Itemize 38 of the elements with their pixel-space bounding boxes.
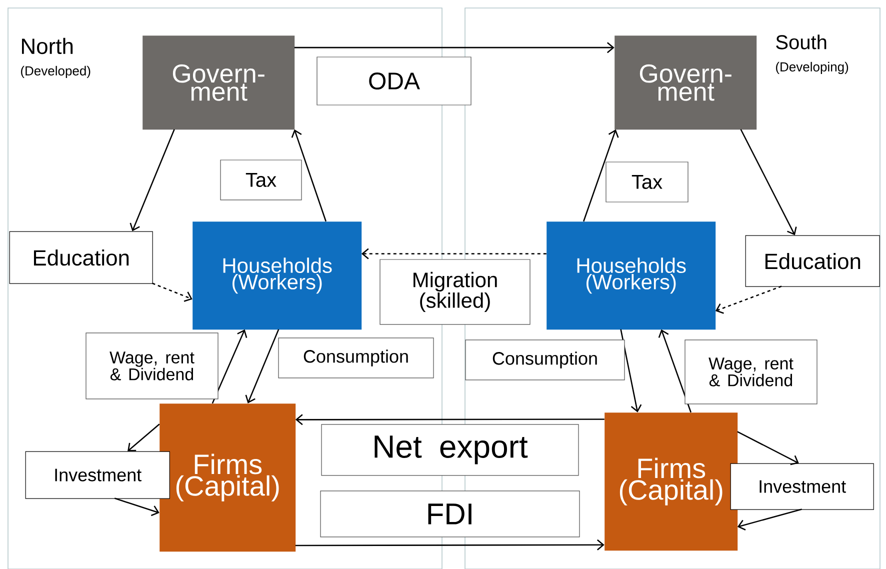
investment-box: Investment — [25, 451, 170, 499]
government-box: Govern- ment — [614, 36, 757, 130]
dashed-arrow — [152, 282, 192, 302]
education-box: Education — [745, 235, 880, 287]
arrow — [128, 424, 160, 452]
edge-label: FDI — [320, 490, 580, 538]
edge-label: Consumption — [278, 338, 434, 378]
arrow — [583, 129, 619, 222]
edge-label: Consumption — [465, 340, 625, 380]
firms-box: Firms (Capital) — [160, 404, 296, 552]
arrow — [737, 431, 799, 466]
arrow — [114, 498, 160, 516]
arrow — [294, 42, 614, 54]
arrow — [620, 329, 642, 412]
arrow — [245, 329, 280, 404]
arrow — [658, 329, 692, 413]
arrow — [291, 129, 327, 222]
firms-box: Firms (Capital) — [604, 412, 738, 551]
arrow — [737, 508, 802, 530]
arrow — [130, 129, 175, 232]
edge-label: Tax — [220, 160, 302, 200]
education-box: Education — [9, 231, 153, 284]
arrow — [740, 129, 797, 236]
arrow — [295, 539, 604, 550]
edge-label: Wage, rent & Dividend — [86, 332, 218, 400]
government-box: Govern- ment — [142, 36, 295, 130]
households-box: Households (Workers) — [192, 222, 362, 330]
dashed-arrow — [361, 248, 546, 260]
investment-box: Investment — [730, 463, 874, 510]
dashed-arrow — [715, 286, 782, 314]
edge-label: Net export — [321, 424, 579, 476]
edge-label: ODA — [316, 56, 472, 106]
households-box: Households (Workers) — [546, 222, 716, 330]
edge-label: Migration (skilled) — [380, 259, 530, 325]
arrow — [212, 329, 248, 404]
edge-label: Tax — [606, 162, 688, 202]
edge-label: Wage, rent & Dividend — [684, 340, 818, 404]
arrow — [295, 414, 604, 426]
